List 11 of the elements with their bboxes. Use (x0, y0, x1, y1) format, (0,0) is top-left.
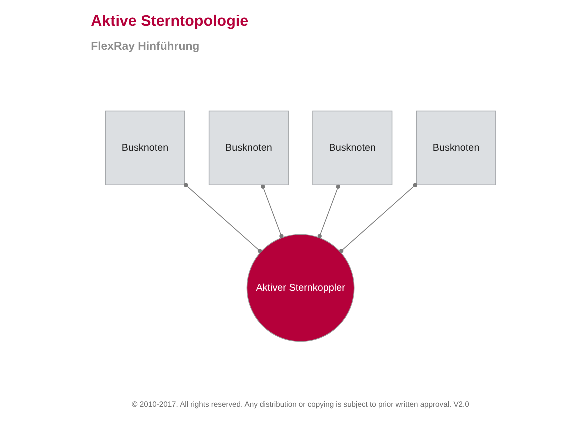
node-box: Busknoten (208, 110, 288, 186)
node-box: Busknoten (104, 110, 185, 186)
node-box: Busknoten (312, 110, 392, 186)
node-box: Busknoten (416, 110, 496, 186)
label: © 2010-2017. All rights reserved. Any distribution or copying is subject to prior written approval. V2.0 (132, 400, 469, 409)
connector (339, 183, 417, 254)
connector (184, 183, 262, 254)
diagram-title: Aktive Sterntopologie (90, 12, 248, 30)
connector (317, 184, 340, 238)
label: FlexRay Hinführung (90, 40, 200, 53)
connector (260, 184, 284, 238)
